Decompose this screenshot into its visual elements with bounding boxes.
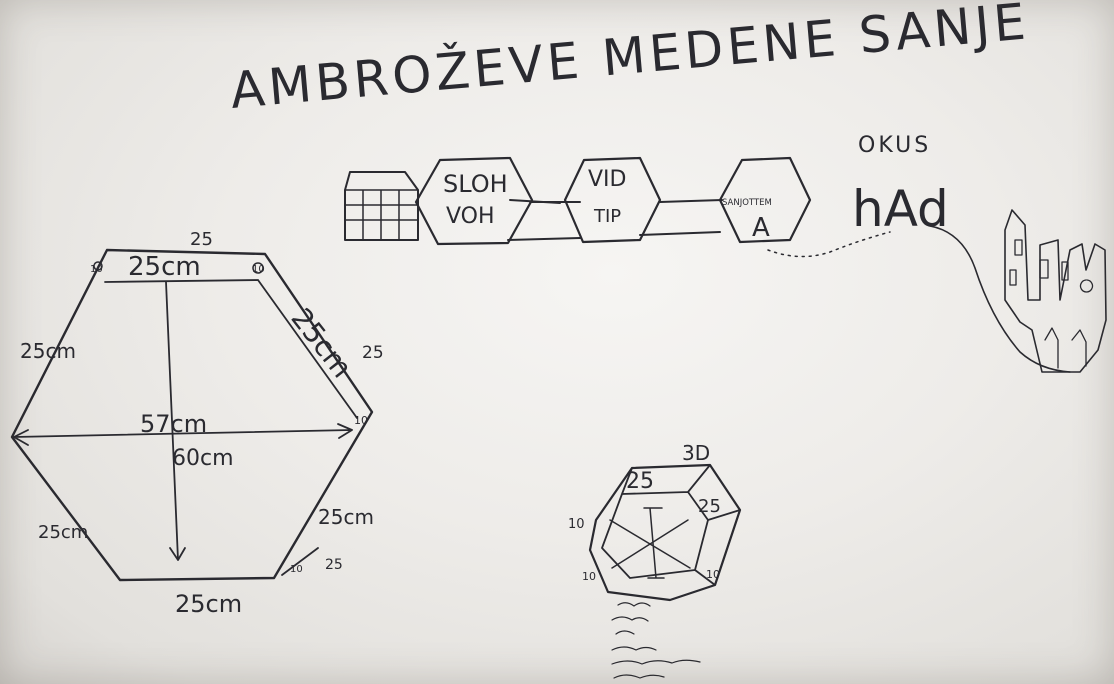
hex3-glyph: A [752,213,770,243]
big-corner-small: 10 [90,264,103,275]
hex3-label: SANJOTTEM [722,198,772,208]
small-3d-label: 3D [682,441,710,465]
small-left-note: 10 [568,517,585,532]
scribbled-notes [611,602,701,679]
grid-house-sketch [344,171,419,241]
hexagon-vid-tip: VID TIP [563,156,662,244]
big-top-inner: 25cm [128,252,201,282]
hexagon-sanjottem: SANJOTTEM A [718,156,812,244]
big-right-lower: 25cm [318,505,374,529]
big-bottom: 25cm [175,590,242,618]
taste-mark: hAd [852,180,949,238]
big-corner-right: 10 [354,414,368,427]
board-title: AMBROŽEVE MEDENE SANJE [228,0,1032,120]
hex1-line2: VOH [446,204,495,229]
hex1-line1: SLOH [443,170,508,198]
hexagon-sloh-voh: SLOH VOH [414,156,534,246]
small-right: 25 [698,496,721,517]
small-right-lower-note: 10 [706,568,720,581]
castle-sketch [1004,209,1107,373]
big-left-upper: 25cm [20,339,76,363]
big-bottom-right-note: 25 [325,557,343,573]
hex2-line2: TIP [593,206,621,227]
big-top-right: 25cm [284,302,358,384]
big-top-note: 25 [190,229,213,250]
big-corner-bottom-right: 10 [290,564,303,575]
hex2-line1: VID [588,167,626,192]
big-hexagon [10,248,374,582]
big-height: 60cm [172,446,234,471]
big-left-lower: 25cm [38,522,88,543]
big-corner-small2: 10 [252,264,265,275]
small-3d-hexagon [588,463,742,602]
small-left-lower-note: 10 [582,570,596,583]
big-top-right-outer: 25 [362,343,384,363]
small-top: 25 [626,469,654,494]
big-width: 57cm [140,410,207,438]
taste-label: OKUS [858,133,931,158]
